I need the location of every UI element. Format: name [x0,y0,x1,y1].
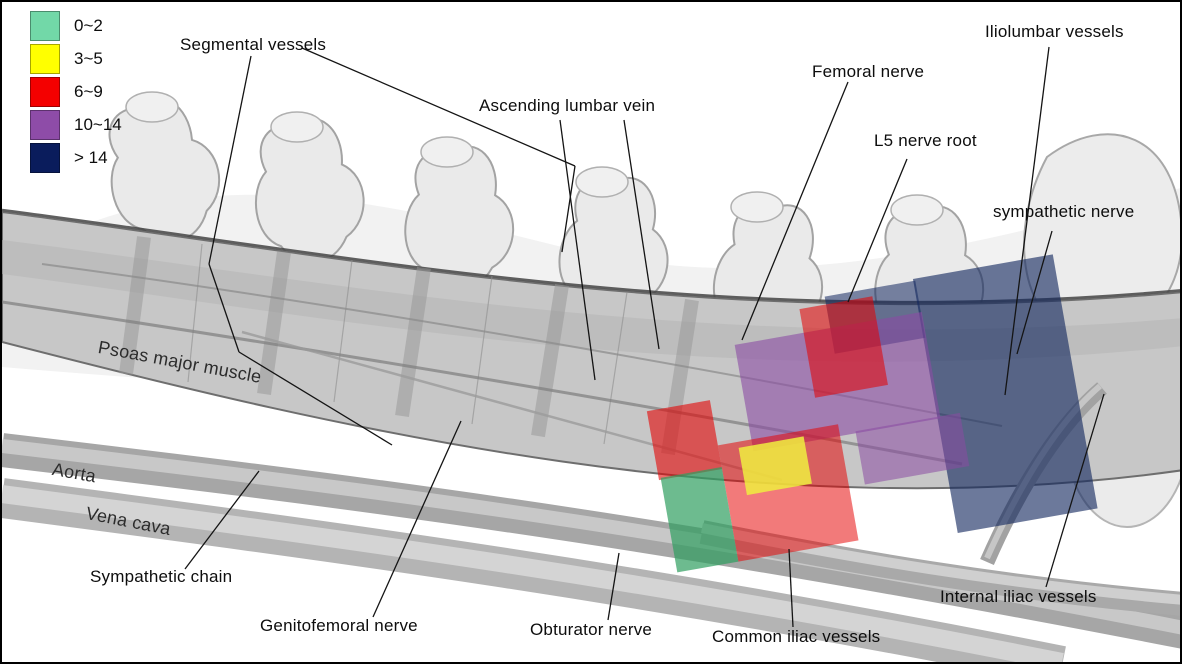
legend-swatch-0-2 [30,10,60,41]
legend-label-10-14: 10~14 [74,114,122,134]
legend-label-0-2: 0~2 [74,15,103,35]
label-l5-nerve-root: L5 nerve root [874,131,977,150]
label-obturator-nerve: Obturator nerve [530,620,653,639]
legend: 0~2 3~5 6~9 10~14 > 14 [30,10,122,173]
label-genitofemoral-nerve: Genitofemoral nerve [260,616,418,635]
legend-label-6-9: 6~9 [74,81,103,101]
legend-swatch-6-9 [30,76,60,107]
legend-swatch-3-5 [30,43,60,74]
legend-label-3-5: 3~5 [74,48,103,68]
legend-swatch-gt-14 [30,142,60,173]
legend-row: 0~2 [30,10,122,41]
label-segmental-vessels: Segmental vessels [180,35,327,54]
legend-row: 3~5 [30,43,122,74]
leader-lines [184,46,1105,628]
legend-row: 10~14 [30,109,122,140]
label-iliolumbar-vessels: Iliolumbar vessels [985,22,1124,41]
legend-swatch-10-14 [30,109,60,140]
label-ascending-lumbar-vein: Ascending lumbar vein [479,96,656,115]
legend-row: 6~9 [30,76,122,107]
legend-row: > 14 [30,142,122,173]
label-internal-iliac-vessels: Internal iliac vessels [940,587,1097,606]
label-femoral-nerve: Femoral nerve [812,62,925,81]
vena-cava-vessel [2,478,1066,662]
label-sympathetic-chain: Sympathetic chain [90,567,233,586]
label-sympathetic-nerve: sympathetic nerve [993,202,1135,221]
legend-label-gt-14: > 14 [74,147,108,167]
label-common-iliac-vessels: Common iliac vessels [712,627,881,646]
